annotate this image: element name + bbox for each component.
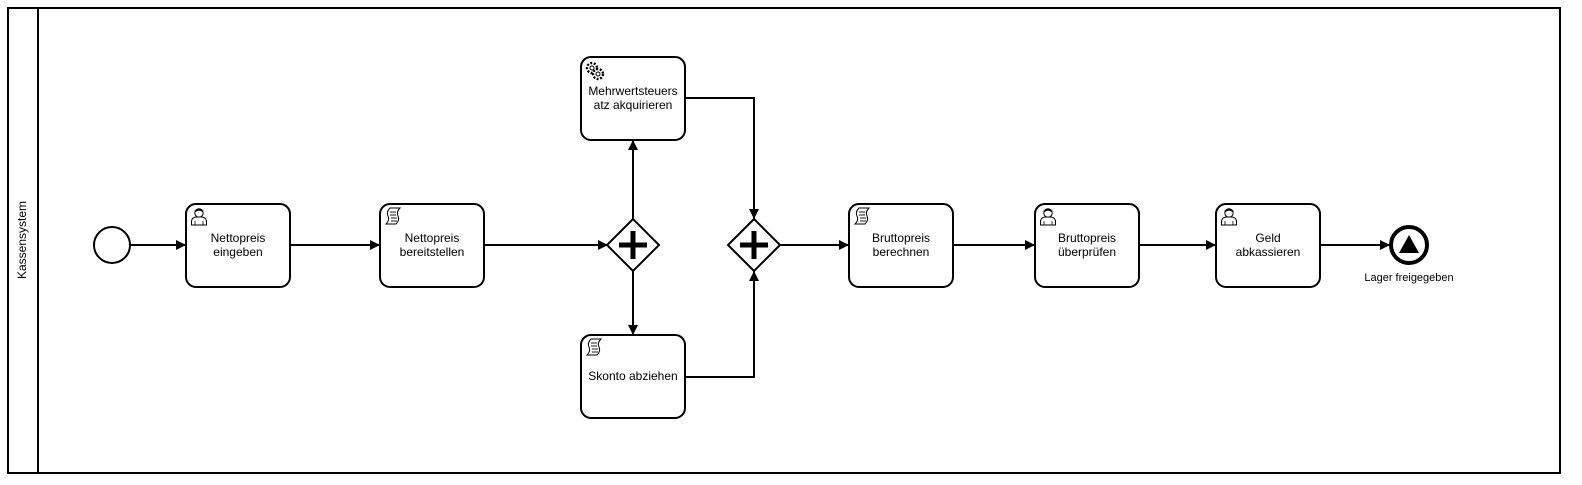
task-geld-abkassieren[interactable]: Geld abkassieren bbox=[1215, 203, 1321, 288]
end-event[interactable]: Lager freigegeben bbox=[1364, 225, 1454, 284]
task-skonto-abziehen[interactable]: Skonto abziehen bbox=[580, 334, 686, 419]
task-label-line1: Nettopreis bbox=[211, 231, 266, 245]
task-label-line2: abkassieren bbox=[1236, 245, 1301, 259]
task-nettopreis-eingeben[interactable]: Nettopreis eingeben bbox=[185, 203, 291, 288]
task-label-line1: Nettopreis bbox=[405, 231, 460, 245]
task-label-line2: berechnen bbox=[873, 245, 930, 259]
task-label-line2: überprüfen bbox=[1058, 245, 1116, 259]
script-icon bbox=[586, 338, 602, 356]
task-label-line2: atz akquirieren bbox=[594, 98, 673, 112]
flow-skonto-to-join[interactable] bbox=[685, 271, 759, 378]
task-label-line1: Mehrwertsteuers bbox=[588, 84, 677, 98]
start-event-icon bbox=[93, 226, 131, 264]
task-label-line1: Geld bbox=[1255, 231, 1280, 245]
task-label: Skonto abziehen bbox=[588, 369, 677, 383]
task-nettopreis-bereitstellen[interactable]: Nettopreis bereitstellen bbox=[379, 203, 485, 288]
task-label-line2: eingeben bbox=[213, 245, 262, 259]
task-mehrwertsteuersatz-akquirieren[interactable]: Mehrwertsteuers atz akquirieren bbox=[580, 56, 686, 141]
lane-label: Kassensystem bbox=[15, 201, 29, 279]
flow-mwst-to-join[interactable] bbox=[685, 97, 759, 219]
task-label-line1: Bruttopreis bbox=[1058, 231, 1116, 245]
script-icon bbox=[854, 207, 870, 225]
task-label-line1: Bruttopreis bbox=[872, 231, 930, 245]
task-bruttopreis-ueberpruefen[interactable]: Bruttopreis überprüfen bbox=[1034, 203, 1140, 288]
task-bruttopreis-berechnen[interactable]: Bruttopreis berechnen bbox=[848, 203, 954, 288]
start-event[interactable] bbox=[93, 226, 131, 264]
end-event-label: Lager freigegeben bbox=[1364, 272, 1453, 284]
task-label-line2: bereitstellen bbox=[400, 245, 465, 259]
escalation-triangle-icon bbox=[1399, 235, 1419, 253]
script-icon bbox=[385, 207, 401, 225]
parallel-gateway-join[interactable] bbox=[726, 217, 782, 273]
parallel-gateway-split[interactable] bbox=[605, 217, 661, 273]
sequence-flows bbox=[131, 97, 1390, 378]
